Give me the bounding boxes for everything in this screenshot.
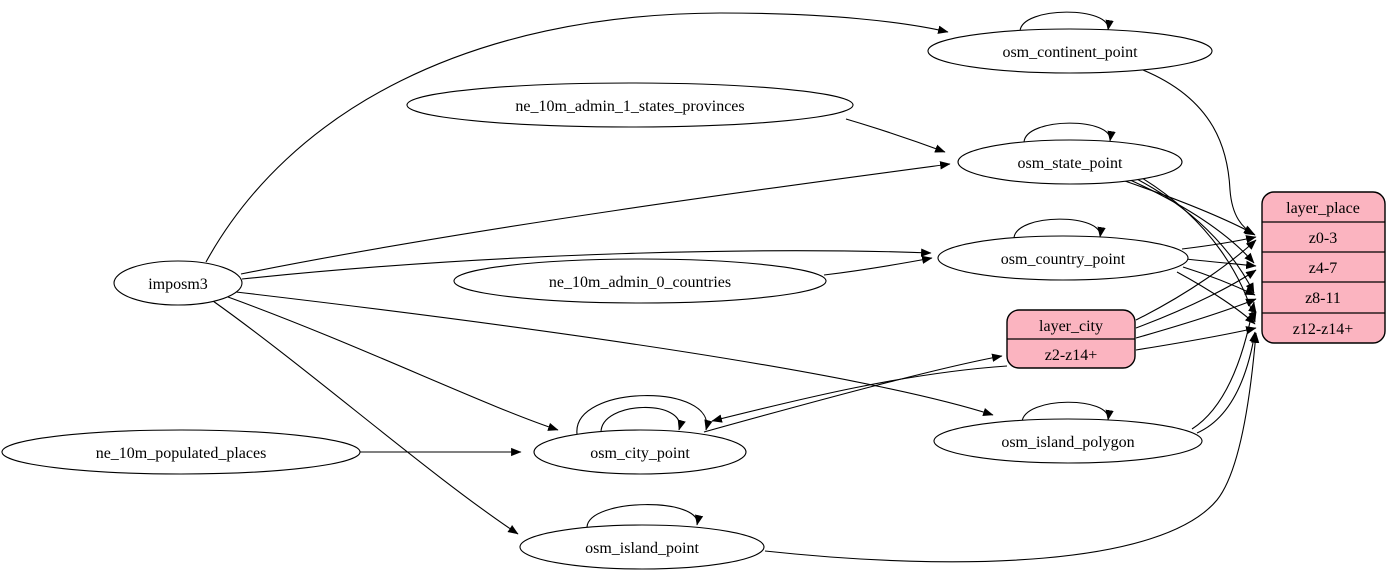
node-osm_state_point: osm_state_point <box>957 139 1183 185</box>
layer_city-header: layer_city <box>1039 318 1103 335</box>
node-ne_10m_admin_0_countries: ne_10m_admin_0_countries <box>453 258 827 304</box>
edge-osm_country_point-layer_place-z0-3 <box>1181 235 1257 250</box>
layer_place-header: layer_place <box>1286 200 1360 217</box>
layer_place-row-z8-11: z8-11 <box>1305 290 1341 307</box>
edge-osm_state_point-layer_place-z0-3 <box>1121 179 1255 235</box>
edge-osm_country_point-layer_place-z12-z14 <box>1176 271 1256 325</box>
edge-ne_10m_admin_0_countries-osm_country_point <box>823 255 933 276</box>
node-osm_island_polygon: osm_island_polygon <box>933 418 1203 464</box>
self-loop-osm_island_polygon <box>1021 401 1114 423</box>
ne_10m_admin_1_states_provinces-label: ne_10m_admin_1_states_provinces <box>515 98 744 115</box>
self-loop-osm_city_point-outer <box>576 395 713 435</box>
osm_island_point-label: osm_island_point <box>585 540 699 557</box>
osm_city_point-ellipse <box>533 429 747 475</box>
self-loop-osm_city_point-inner <box>600 406 686 434</box>
edge-osm_state_point-layer_place-z4-7 <box>1127 178 1255 264</box>
ne_10m_admin_1_states_provinces-ellipse <box>406 82 854 128</box>
imposm3-ellipse <box>113 260 243 306</box>
edge-osm_state_point-layer_place-z8-11 <box>1132 176 1255 294</box>
ne_10m_admin_0_countries-label: ne_10m_admin_0_countries <box>549 274 731 291</box>
osm_island_polygon-ellipse <box>933 418 1203 464</box>
node-ne_10m_admin_1_states_provinces: ne_10m_admin_1_states_provinces <box>406 82 854 128</box>
node-osm_country_point: osm_country_point <box>937 235 1189 281</box>
self-loop-osm_country_point <box>1013 218 1106 239</box>
ne_10m_populated_places-label: ne_10m_populated_places <box>96 445 267 462</box>
ne_10m_admin_0_countries-ellipse <box>453 258 827 304</box>
osm_state_point-ellipse <box>957 139 1183 185</box>
self-loop-osm_continent_point <box>1019 11 1114 32</box>
edge-osm_continent_point-layer_place-z0-3 <box>1142 69 1256 236</box>
edge-osm_island_polygon-layer_place-z8-11 <box>1191 301 1257 430</box>
osm_country_point-ellipse <box>937 235 1189 281</box>
layer_place-row-z12-z14: z12-z14+ <box>1293 321 1354 338</box>
layer_place-row-z0-3: z0-3 <box>1309 230 1337 247</box>
node-ne_10m_populated_places: ne_10m_populated_places <box>1 429 361 475</box>
node-osm_island_point: osm_island_point <box>519 524 765 570</box>
ne_10m_populated_places-ellipse <box>1 429 361 475</box>
edge-osm_country_point-layer_place-z8-11 <box>1182 266 1256 296</box>
edge-imposm3-osm_island_point <box>212 300 519 535</box>
osm_island_point-ellipse <box>519 524 765 570</box>
edge-osm_island_point-layer_place-z12-z14 <box>764 332 1260 563</box>
edge-layer_city-layer_place-z12-z14 <box>1135 326 1257 351</box>
edge-layer_city-layer_place-z4-7 <box>1135 269 1257 329</box>
node-imposm3: imposm3 <box>113 260 243 306</box>
node-osm_continent_point: osm_continent_point <box>927 28 1213 74</box>
layer_city-row-z2-z14: z2-z14+ <box>1045 347 1098 364</box>
imposm3-label: imposm3 <box>148 276 208 293</box>
node-osm_city_point: osm_city_point <box>533 429 747 475</box>
self-loop-osm_island_point <box>586 504 704 528</box>
edge-ne_10m_admin_1_states_provinces-osm_state_point <box>845 118 946 153</box>
osm_state_point-label: osm_state_point <box>1018 155 1123 172</box>
node-layer_place: layer_place z0-3 z4-7 z8-11 z12-z14+ <box>1261 191 1386 344</box>
edges <box>205 11 1260 563</box>
self-loop-osm_state_point <box>1023 122 1116 143</box>
edge-osm_city_point-layer_city-z2-z14 <box>703 353 1003 433</box>
layer_place-box <box>1261 191 1386 344</box>
osm_country_point-label: osm_country_point <box>1001 251 1126 268</box>
layer_place-row-z4-7: z4-7 <box>1309 260 1337 277</box>
osm_continent_point-ellipse <box>927 28 1213 74</box>
edge-imposm3-osm_island_polygon <box>235 291 994 416</box>
osm_island_polygon-label: osm_island_polygon <box>1001 434 1134 451</box>
edge-imposm3-osm_continent_point <box>205 12 949 263</box>
edge-layer_city-layer_place-z0-3 <box>1135 239 1257 321</box>
edge-imposm3-osm_country_point <box>241 248 932 280</box>
edge-osm_country_point-layer_place-z4-7 <box>1185 258 1257 270</box>
osm_city_point-label: osm_city_point <box>590 445 690 462</box>
node-layer_city: layer_city z2-z14+ <box>1006 309 1136 369</box>
edge-layer_city-layer_place-z8-11 <box>1135 298 1257 339</box>
edge-imposm3-osm_city_point <box>227 296 559 431</box>
edge-osm_island_polygon-layer_place-z12-z14 <box>1196 331 1258 434</box>
osm_continent_point-label: osm_continent_point <box>1002 44 1138 61</box>
edge-imposm3-osm_state_point <box>240 161 951 275</box>
edge-layer_city-osm_city_point <box>711 365 1008 423</box>
